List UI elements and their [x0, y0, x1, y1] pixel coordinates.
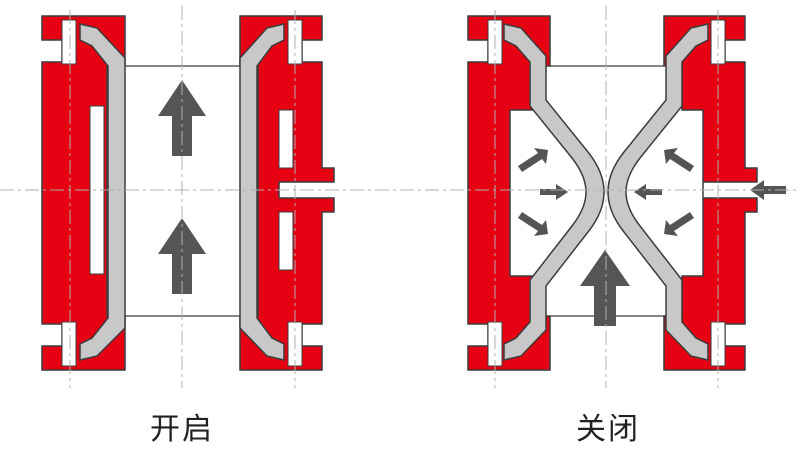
open-left-sleeve — [79, 23, 126, 361]
pressure-arrow-icon — [634, 148, 694, 236]
closed-left-sleeve — [503, 23, 605, 361]
open-right-sleeve — [239, 23, 285, 361]
open-right-window-lower — [278, 211, 294, 271]
open-caption: 开启 — [150, 412, 214, 447]
open-valve — [41, 15, 335, 371]
open-right-window — [278, 109, 294, 169]
pressure-arrow-icon — [518, 148, 568, 236]
centerlines — [0, 6, 800, 388]
open-bolt-slot — [61, 321, 77, 367]
closed-valve — [467, 15, 786, 371]
closed-right-body — [663, 15, 758, 371]
flow-arrow-icon — [580, 250, 630, 326]
closed-right-sleeve — [607, 23, 709, 361]
open-bolt-slot — [61, 19, 77, 65]
closed-caption: 关闭 — [576, 412, 640, 447]
